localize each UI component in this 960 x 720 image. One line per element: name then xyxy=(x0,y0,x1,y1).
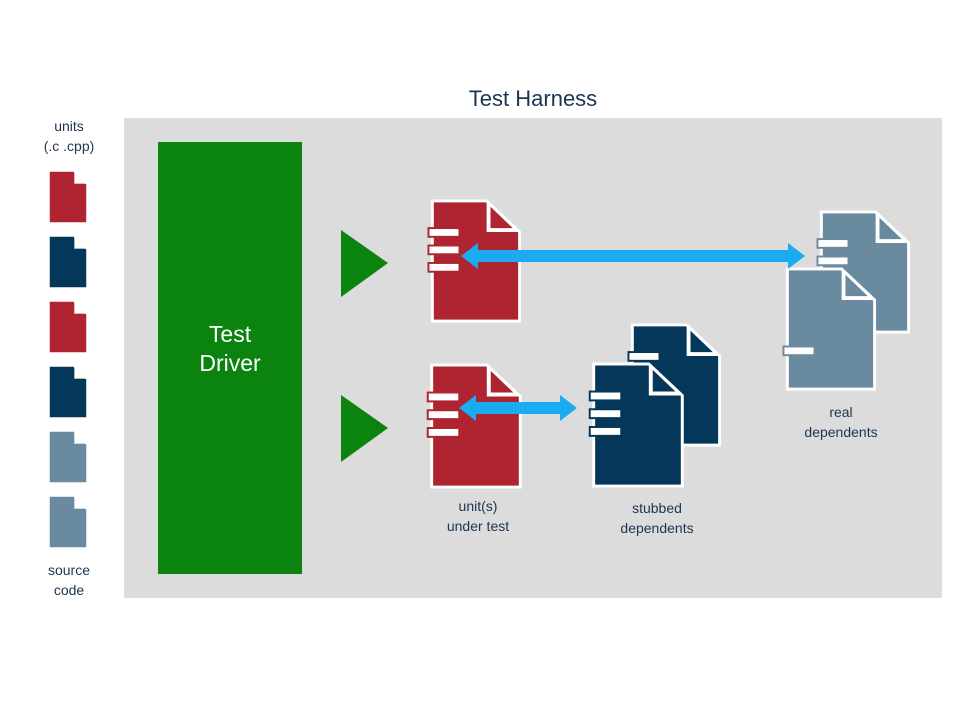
sidebar-file-icons xyxy=(48,170,88,549)
real-dependents-label-line1: real xyxy=(829,404,853,420)
units-label: units (.c .cpp) xyxy=(9,116,129,156)
stubbed-dependent-front-icon xyxy=(588,362,685,488)
unit-under-test-label-line2: under test xyxy=(446,518,510,534)
units-label-line1: units xyxy=(54,118,84,134)
unit-under-test-bottom-icon xyxy=(426,363,523,489)
test-driver-label-line1: Test xyxy=(208,321,252,347)
red-file-icon xyxy=(48,300,88,354)
bottom-play-arrow-icon xyxy=(341,395,388,462)
real-dependent-front-icon xyxy=(781,267,877,391)
source-code-label: source code xyxy=(9,560,129,600)
unit-under-test-label-line1: unit(s) xyxy=(458,498,498,514)
stubbed-dependents-label-line2: dependents xyxy=(620,520,694,536)
unit-to-stub-arrow xyxy=(459,395,577,421)
test-driver-label: Test Driver xyxy=(158,320,302,378)
real-dependents-label: real dependents xyxy=(781,402,901,442)
navy-file-icon xyxy=(48,365,88,419)
unit-under-test-label: unit(s) under test xyxy=(418,496,538,536)
page-title: Test Harness xyxy=(468,86,598,111)
source-code-label-line1: source xyxy=(47,562,91,578)
stubbed-dependents-label: stubbed dependents xyxy=(597,498,717,538)
real-dependents-label-line2: dependents xyxy=(804,424,878,440)
stubbed-dependents-label-line1: stubbed xyxy=(632,500,682,516)
units-label-line2: (.c .cpp) xyxy=(43,138,95,154)
unit-to-real-arrow xyxy=(461,243,805,269)
test-driver-block xyxy=(158,142,302,574)
slate-file-icon xyxy=(48,495,88,549)
test-driver-label-line2: Driver xyxy=(199,350,261,376)
source-code-label-line2: code xyxy=(53,582,85,598)
slate-file-icon xyxy=(48,430,88,484)
red-file-icon xyxy=(48,170,88,224)
top-play-arrow-icon xyxy=(341,230,388,297)
navy-file-icon xyxy=(48,235,88,289)
